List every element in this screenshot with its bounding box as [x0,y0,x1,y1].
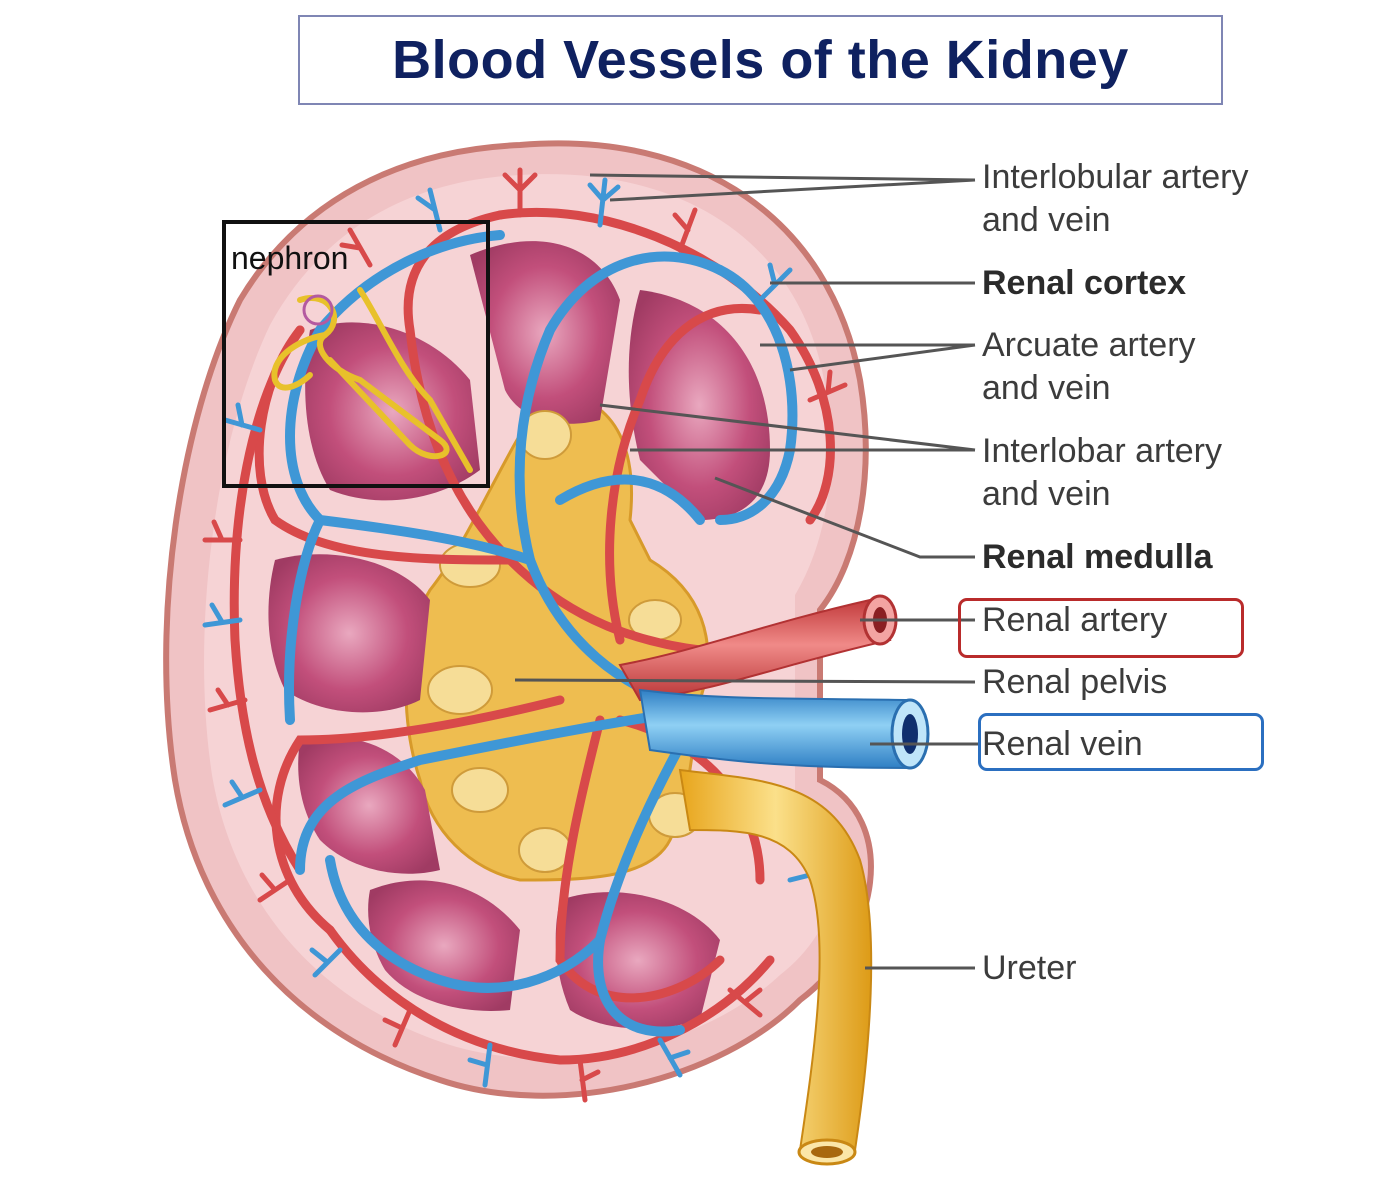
label-interlobular-line2: and vein [982,201,1111,239]
interlobular-vessels [202,167,848,1103]
renal-vein-highlight-box [978,713,1264,771]
label-interlobar-line2: and vein [982,475,1111,513]
leader-lines [514,173,980,970]
label-renal-medulla: Renal medulla [982,538,1213,576]
renal-medulla-pyramids [268,241,770,1029]
renal-artery-highlight-box [958,598,1244,658]
label-interlobular-line1: Interlobular artery [982,158,1249,196]
label-renal-cortex: Renal cortex [982,264,1187,302]
calyces [427,410,702,873]
diagram-title: Blood Vessels of the Kidney [392,30,1129,90]
veins [284,230,798,1037]
label-arcuate-line2: and vein [982,369,1111,407]
label-arcuate-line1: Arcuate artery [982,326,1196,364]
label-interlobar-line1: Interlobar artery [982,432,1222,470]
label-renal-artery: Renal artery [982,601,1168,639]
label-ureter: Ureter [982,949,1077,987]
renal-pelvis [404,393,710,882]
nephron-label: nephron [231,240,349,276]
title-box: Blood Vessels of the Kidney [298,15,1223,105]
label-renal-pelvis: Renal pelvis [982,663,1168,701]
label-renal-vein: Renal vein [982,725,1143,763]
nephron-illustration [271,287,473,473]
nephron-box [222,220,490,488]
